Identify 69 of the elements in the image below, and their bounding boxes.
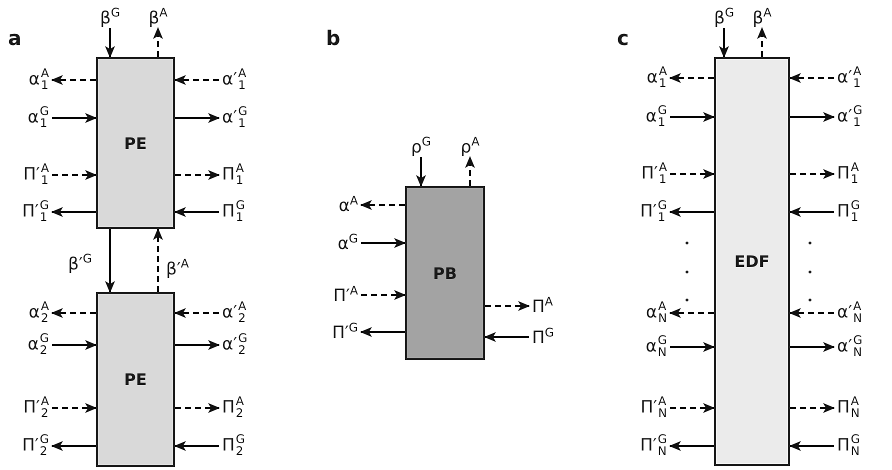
box-label: PE [124, 370, 147, 389]
arrow [465, 156, 475, 186]
arrow [51, 441, 96, 451]
arrow [485, 301, 530, 311]
arrow [361, 290, 406, 300]
signal-label: α$^{A}$ [336, 194, 361, 216]
arrow [789, 441, 834, 451]
arrow [51, 207, 96, 217]
signal-label: Π$^{A}$ [529, 295, 556, 317]
arrow [790, 169, 835, 179]
arrow [669, 441, 714, 451]
arrow [175, 170, 220, 180]
arrow [790, 112, 835, 122]
arrow [416, 157, 426, 187]
arrow [361, 238, 406, 248]
arrow [52, 403, 97, 413]
signal-label: β$^{A}$ [750, 6, 774, 28]
arrow [174, 207, 219, 217]
box-label: PE [124, 134, 147, 152]
arrow [52, 170, 97, 180]
signal-label: ρ$^{G}$ [408, 136, 434, 157]
arrow [175, 113, 220, 123]
signal-label: ρ$^{A}$ [458, 136, 482, 157]
signal-label: α$^{G}$ [334, 232, 361, 254]
panel-label: a [8, 26, 22, 50]
arrow [105, 28, 115, 58]
arrow [670, 169, 715, 179]
arrow [51, 75, 96, 85]
signal-label: β$^{G}$ [710, 6, 738, 28]
signal-label: Π′$^{G}$ [329, 321, 361, 343]
panel-label: b [326, 26, 340, 50]
signal-label: Π′$^{A}$ [330, 284, 361, 306]
arrow [670, 403, 715, 413]
arrow [484, 332, 529, 342]
process-box [714, 57, 790, 466]
arrow [669, 207, 714, 217]
arrow [51, 308, 96, 318]
box-label: EDF [734, 252, 770, 271]
arrow [670, 342, 715, 352]
arrow [52, 113, 97, 123]
arrow [360, 200, 405, 210]
arrow [153, 228, 163, 292]
process-box [96, 57, 175, 229]
arrow [669, 308, 714, 318]
arrow [153, 27, 163, 57]
arrow [175, 403, 220, 413]
arrow [790, 403, 835, 413]
signal-label: β$^{A}$ [146, 6, 170, 28]
signal-label: Π$^{G}$ [529, 326, 558, 348]
arrow [757, 27, 767, 57]
process-box [96, 292, 175, 467]
process-box [405, 186, 485, 360]
arrow [669, 73, 714, 83]
arrow [789, 308, 834, 318]
arrow [174, 308, 219, 318]
arrow [670, 112, 715, 122]
arrow [174, 75, 219, 85]
signal-label: β$^{G}$ [96, 6, 124, 28]
arrow [790, 342, 835, 352]
arrow [105, 229, 115, 293]
arrow [789, 207, 834, 217]
box-label: PB [433, 264, 457, 282]
panel-label: c [617, 26, 629, 50]
arrow [174, 441, 219, 451]
arrow [360, 327, 405, 337]
arrow [52, 340, 97, 350]
arrow [719, 28, 729, 58]
arrow [175, 340, 220, 350]
arrow [789, 73, 834, 83]
